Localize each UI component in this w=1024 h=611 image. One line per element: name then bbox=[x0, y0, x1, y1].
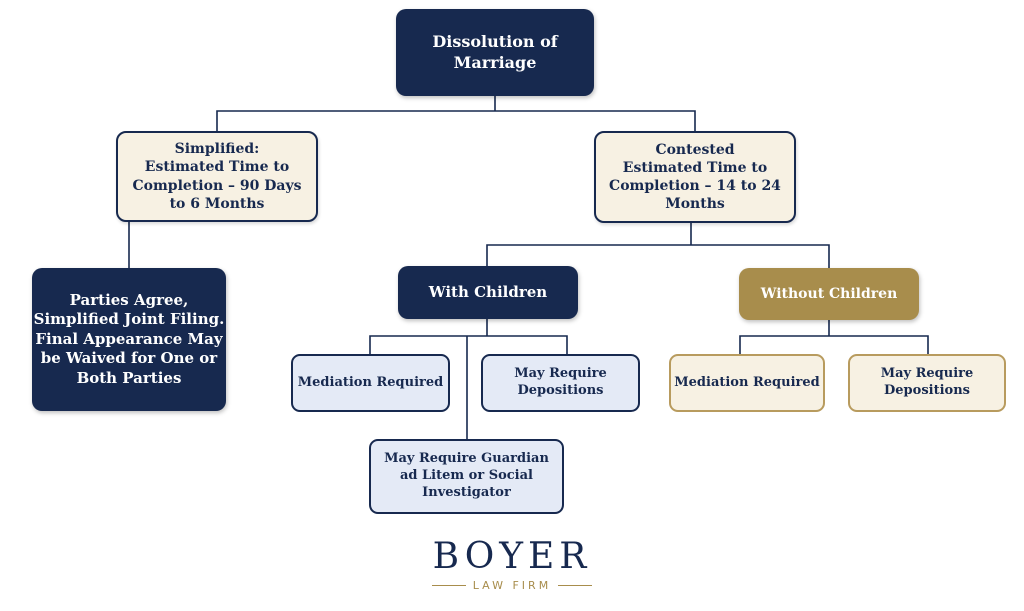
logo-subtitle: LAW FIRM bbox=[472, 579, 552, 592]
logo-subtitle-row: LAW FIRM bbox=[412, 579, 612, 592]
connector-root bbox=[216, 96, 696, 131]
connector-without-children bbox=[739, 320, 929, 354]
logo-rule-left bbox=[431, 585, 466, 586]
wc-guardian-node: May Require Guardian ad Litem or Social … bbox=[369, 439, 564, 514]
woc-mediation-node: Mediation Required bbox=[669, 354, 825, 412]
wc-mediation-node: Mediation Required bbox=[291, 354, 450, 412]
connector-contested bbox=[486, 223, 830, 268]
wc-depositions-node: May Require Depositions bbox=[481, 354, 640, 412]
contested-node: Contested Estimated Time to Completion –… bbox=[594, 131, 796, 223]
without-children-node: Without Children bbox=[739, 268, 919, 320]
simplified-node: Simplified: Estimated Time to Completion… bbox=[116, 131, 318, 222]
boyer-law-firm-logo: BOYER LAW FIRM bbox=[412, 537, 612, 592]
root-node: Dissolution of Marriage bbox=[396, 9, 594, 96]
logo-name: BOYER bbox=[432, 536, 592, 577]
simplified-detail-node: Parties Agree, Simplified Joint Filing. … bbox=[32, 268, 226, 411]
with-children-node: With Children bbox=[398, 266, 578, 319]
connector-with-children bbox=[369, 319, 568, 439]
woc-depositions-node: May Require Depositions bbox=[848, 354, 1006, 412]
logo-rule-right bbox=[558, 585, 593, 586]
